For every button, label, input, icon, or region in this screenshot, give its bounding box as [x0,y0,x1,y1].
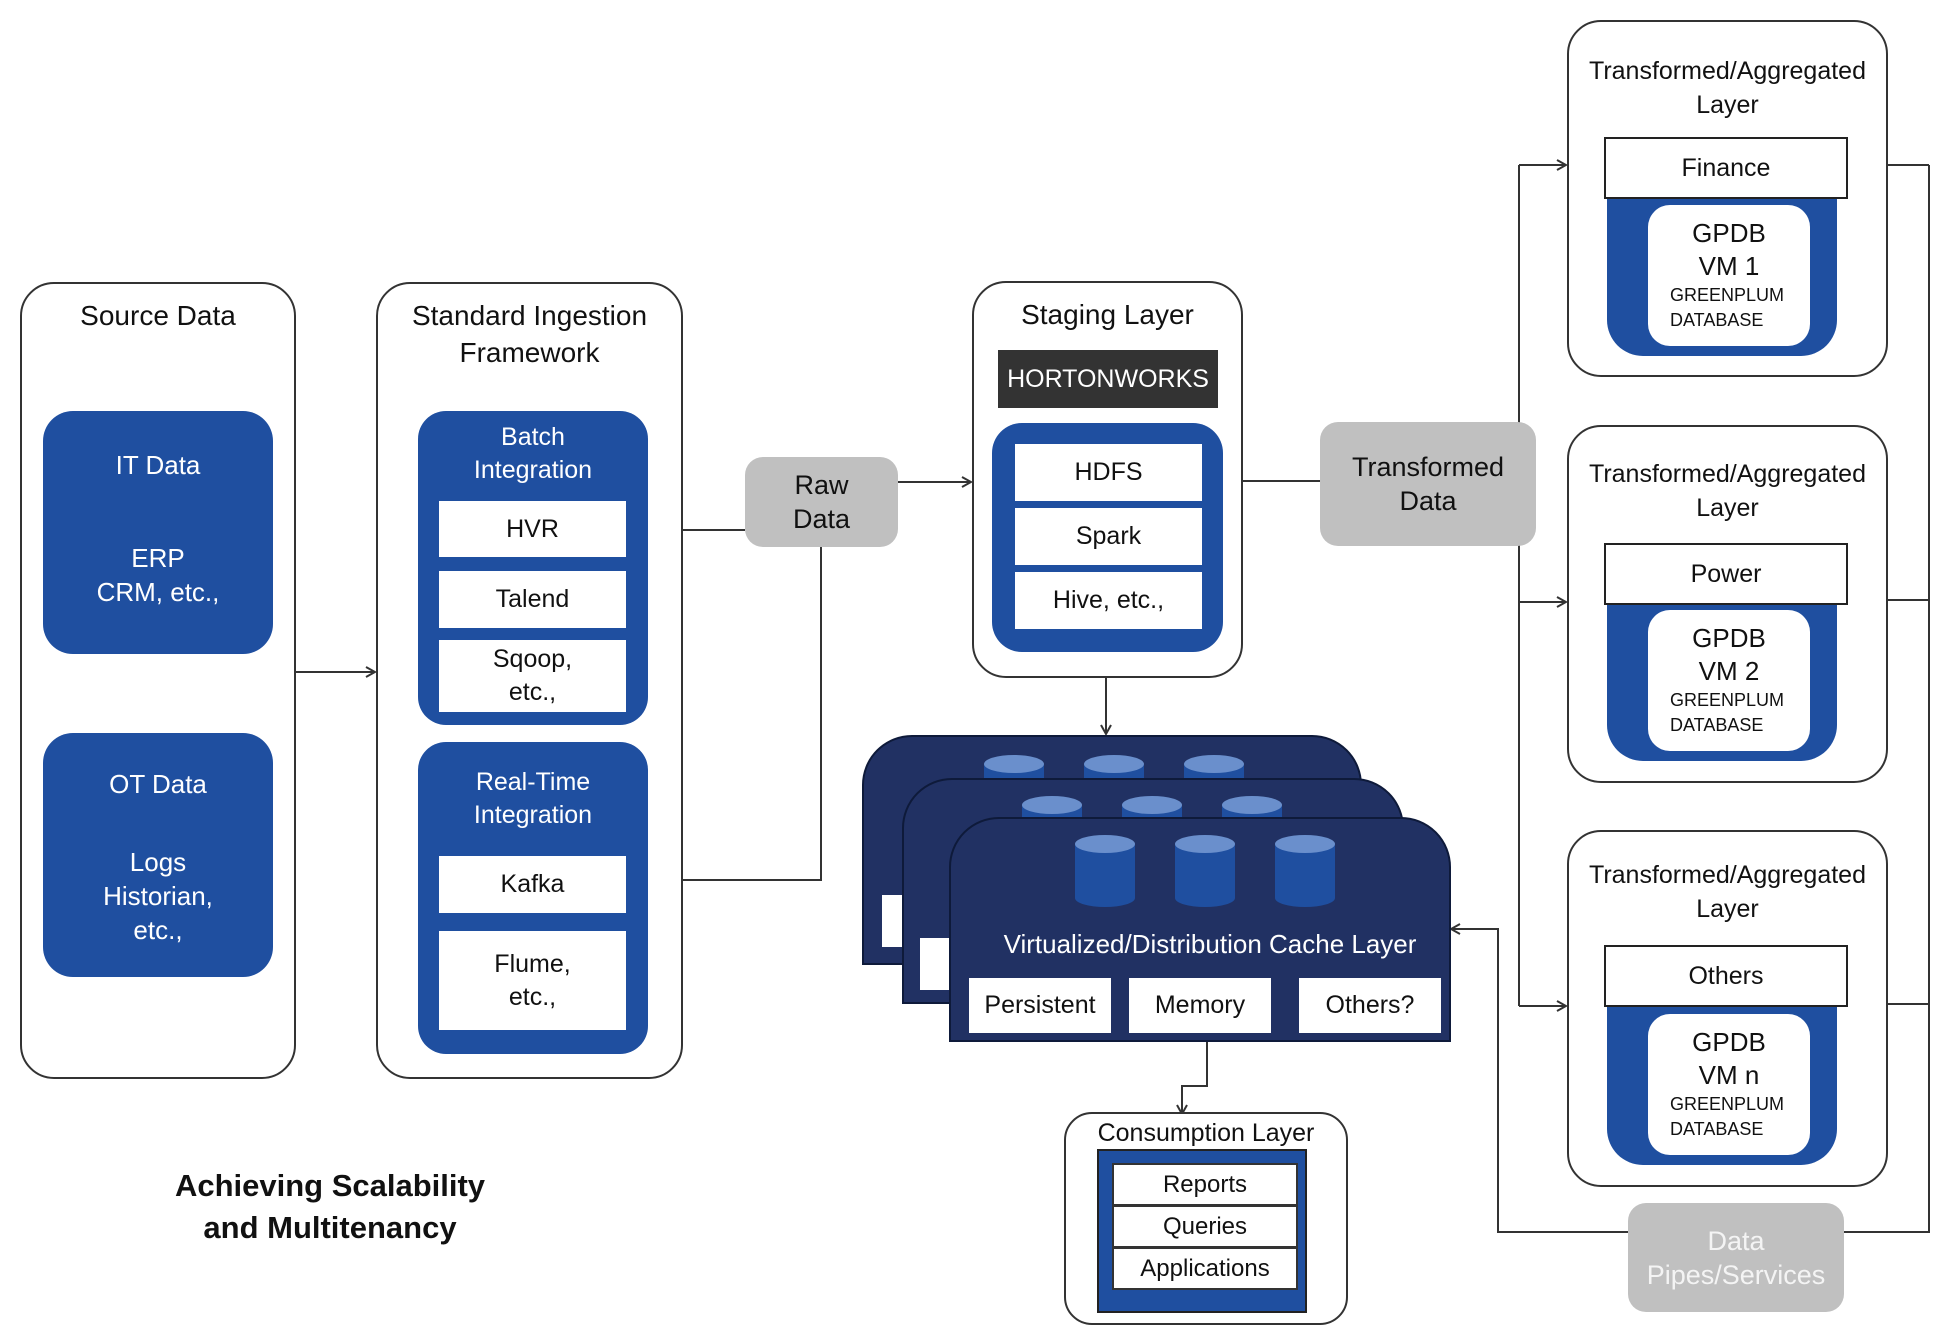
realtime-heading-line2: Integration [473,801,593,829]
aggregated-title-line2: Layer [1696,494,1759,522]
vm-label: VM n [1698,1060,1760,1090]
caption-line1: Achieving Scalability [174,1168,486,1203]
staging-item-spark[interactable]: Spark [1015,508,1202,565]
gpdb-label: GPDB [1692,623,1766,653]
greenplum-label: GREENPLUM [1670,690,1785,710]
realtime-heading-line1: Real-Time [475,768,591,796]
cache-item-memory[interactable]: Memory [1129,978,1271,1033]
flume-line1: Flume, [494,949,571,978]
cache-item-others[interactable]: Others? [1299,978,1441,1033]
staging-item-hdfs[interactable]: HDFS [1015,444,1202,501]
cylinder-icon [1175,835,1235,907]
raw-data-line2: Data [792,504,851,534]
database-label: DATABASE [1670,715,1764,735]
ot-data-line2: Historian, [103,881,213,911]
sqoop-line2: etc., [508,678,557,706]
data-pipes-line2: Pipes/Services [1646,1259,1826,1290]
database-label: DATABASE [1670,310,1764,330]
domain-label-power[interactable]: Power [1604,543,1848,605]
gpdb-label: GPDB [1692,218,1766,248]
batch-item-talend[interactable]: Talend [439,571,626,628]
staging-title: Staging Layer [1021,299,1194,330]
flume-line2: etc., [508,982,557,1011]
it-data-card[interactable]: IT Data ERP CRM, etc., [43,411,273,654]
realtime-item-flume[interactable]: Flume, etc., [439,931,626,1030]
transformed-data-line2: Data [1399,486,1457,516]
ot-data-line1: Logs [129,847,187,877]
line-realtime-to-raw [647,546,822,881]
ingestion-title-line1: Standard Ingestion [411,300,648,331]
consumption-item-queries[interactable]: Queries [1112,1205,1298,1248]
it-data-heading: IT Data [115,450,201,480]
greenplum-label: GREENPLUM [1670,285,1785,305]
gpdb-card-vm2[interactable]: GPDB VM 2 GREENPLUM DATABASE [1648,610,1810,751]
hortonworks-banner: HORTONWORKS [998,350,1218,408]
line-pipes-loop [1451,165,1930,1233]
gpdb-card-vmn[interactable]: GPDB VM n GREENPLUM DATABASE [1648,1014,1810,1155]
cache-layer-title: Virtualized/Distribution Cache Layer [1003,929,1417,959]
caption-line2: and Multitenancy [203,1210,457,1245]
data-pipes-line1: Data [1707,1225,1765,1256]
cylinder-icon [1075,835,1135,907]
batch-heading-line2: Integration [473,456,593,484]
cylinder-icon [1275,835,1335,907]
consumption-item-applications[interactable]: Applications [1112,1247,1298,1290]
transformed-data-line1: Transformed [1351,452,1505,482]
transformed-data-node[interactable]: Transformed Data [1320,422,1536,546]
arrow-cache-to-consumption [1182,1040,1208,1114]
gpdb-label: GPDB [1692,1027,1766,1057]
aggregated-title-line2: Layer [1696,895,1759,923]
cache-card-front[interactable]: Virtualized/Distribution Cache Layer Per… [949,817,1451,1042]
raw-data-line1: Raw [794,470,849,500]
batch-item-hvr[interactable]: HVR [439,501,626,557]
domain-label-others[interactable]: Others [1604,945,1848,1007]
gpdb-card-vm1[interactable]: GPDB VM 1 GREENPLUM DATABASE [1648,205,1810,346]
staging-item-hive[interactable]: Hive, etc., [1015,572,1202,629]
sqoop-line1: Sqoop, [492,645,573,673]
cache-item-persistent[interactable]: Persistent [969,978,1111,1033]
aggregated-title-line1: Transformed/Aggregated [1588,861,1866,889]
ingestion-title-line2: Framework [459,337,600,368]
domain-label-finance[interactable]: Finance [1604,137,1848,199]
consumption-item-reports[interactable]: Reports [1112,1163,1298,1206]
raw-data-node[interactable]: Raw Data [745,457,898,547]
aggregated-title-line1: Transformed/Aggregated [1588,460,1866,488]
aggregated-title-line2: Layer [1696,91,1759,119]
diagram-caption: Achieving Scalability and Multitenancy [130,1165,530,1249]
greenplum-label: GREENPLUM [1670,1094,1785,1114]
it-data-line1: ERP [131,543,185,573]
aggregated-title-line1: Transformed/Aggregated [1588,57,1866,85]
vm-label: VM 1 [1698,251,1760,281]
ot-data-card[interactable]: OT Data Logs Historian, etc., [43,733,273,977]
batch-heading-line1: Batch [501,423,565,451]
vm-label: VM 2 [1698,656,1760,686]
data-pipes-node[interactable]: Data Pipes/Services [1628,1203,1844,1312]
batch-item-sqoop[interactable]: Sqoop, etc., [439,640,626,712]
realtime-item-kafka[interactable]: Kafka [439,856,626,913]
ot-data-line3: etc., [133,915,183,945]
database-label: DATABASE [1670,1119,1764,1139]
it-data-line2: CRM, etc., [96,577,220,607]
ot-data-heading: OT Data [109,769,207,799]
source-data-title: Source Data [80,300,236,331]
consumption-title: Consumption Layer [1097,1119,1315,1147]
